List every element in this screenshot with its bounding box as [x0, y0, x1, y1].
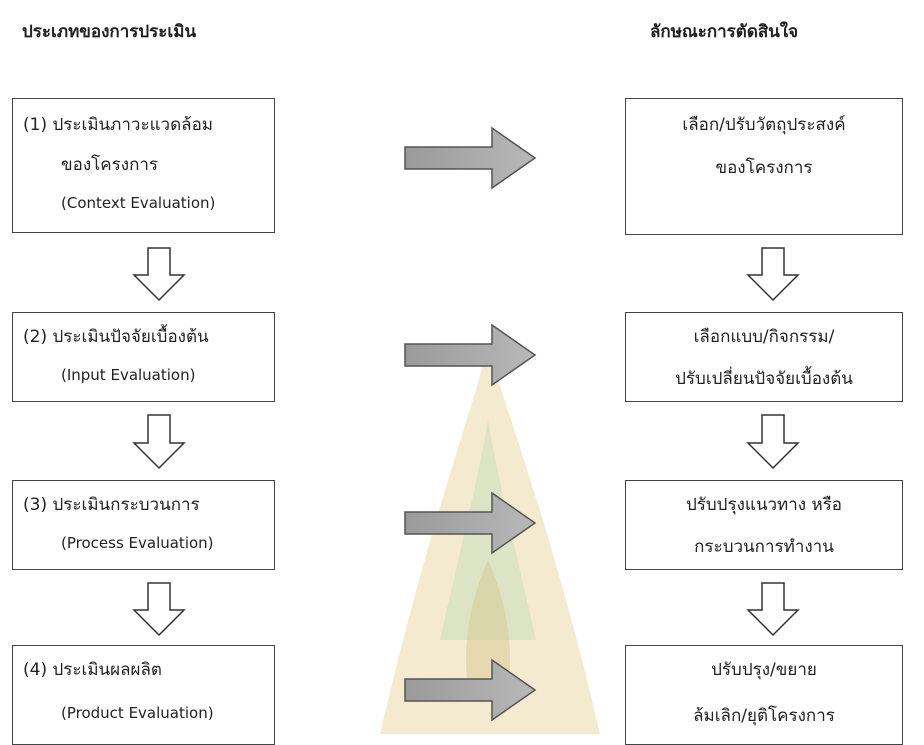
- decision-text-cont: กระบวนการทำงาน: [694, 537, 834, 557]
- evaluation-title: (2) ประเมินปัจจัยเบื้องต้น: [23, 327, 209, 347]
- decision-text: ปรับปรุง/ขยาย: [711, 660, 817, 680]
- decision-box-outcome: ปรับปรุง/ขยาย ล้มเลิก/ยุติโครงการ: [625, 645, 903, 745]
- evaluation-english-name: (Process Evaluation): [61, 534, 214, 552]
- decision-text: ปรับปรุงแนวทาง หรือ: [685, 495, 843, 515]
- evaluation-english-name: (Input Evaluation): [61, 366, 196, 384]
- decision-text: เลือก/ปรับวัตถุประสงค์: [682, 115, 846, 135]
- down-arrow-icon: [746, 247, 800, 302]
- evaluation-box-process: (3) ประเมินกระบวนการ (Process Evaluation…: [12, 480, 275, 570]
- evaluation-box-context: (1) ประเมินภาวะแวดล้อม ของโครงการ (Conte…: [12, 98, 275, 233]
- down-arrow-icon: [132, 414, 186, 470]
- evaluation-english-name: (Context Evaluation): [61, 194, 216, 212]
- down-arrow-icon: [746, 414, 800, 470]
- decision-text-cont: ของโครงการ: [715, 158, 813, 178]
- right-column-heading: ลักษณะการตัดสินใจ: [650, 22, 799, 42]
- evaluation-box-product: (4) ประเมินผลผลิต (Product Evaluation): [12, 645, 275, 745]
- decision-text-cont: ล้มเลิก/ยุติโครงการ: [693, 706, 835, 726]
- decision-box-process: ปรับปรุงแนวทาง หรือ กระบวนการทำงาน: [625, 480, 903, 570]
- evaluation-title-cont: ของโครงการ: [61, 155, 159, 175]
- left-column-heading: ประเภทของการประเมิน: [22, 22, 197, 42]
- down-arrow-icon: [132, 247, 186, 302]
- decision-box-design: เลือกแบบ/กิจกรรม/ ปรับเปลี่ยนปัจจัยเบื้อ…: [625, 312, 903, 402]
- evaluation-title: (3) ประเมินกระบวนการ: [23, 495, 200, 515]
- right-arrow-icon: [404, 658, 537, 722]
- decision-box-objectives: เลือก/ปรับวัตถุประสงค์ ของโครงการ: [625, 98, 903, 235]
- evaluation-title: (1) ประเมินภาวะแวดล้อม: [23, 115, 213, 135]
- down-arrow-icon: [132, 582, 186, 637]
- evaluation-box-input: (2) ประเมินปัจจัยเบื้องต้น (Input Evalua…: [12, 312, 275, 402]
- evaluation-title: (4) ประเมินผลผลิต: [23, 660, 162, 680]
- right-arrow-icon: [404, 126, 537, 190]
- evaluation-english-name: (Product Evaluation): [61, 704, 214, 722]
- decision-text: เลือกแบบ/กิจกรรม/: [693, 327, 835, 347]
- decision-text-cont: ปรับเปลี่ยนปัจจัยเบื้องต้น: [675, 369, 853, 389]
- down-arrow-icon: [746, 582, 800, 637]
- right-arrow-icon: [404, 323, 537, 387]
- right-arrow-icon: [404, 491, 537, 555]
